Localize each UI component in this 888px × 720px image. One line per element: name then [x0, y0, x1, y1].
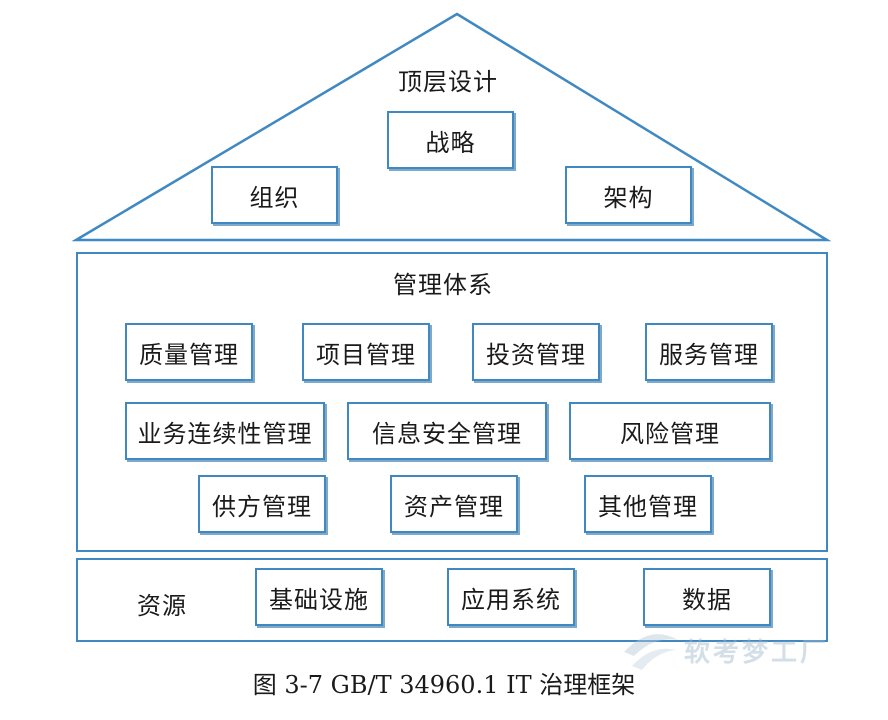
strategy-box: 战略: [387, 111, 514, 169]
roof-triangle: [71, 12, 832, 242]
risk-management-box: 风险管理: [569, 402, 771, 460]
application-system-box: 应用系统: [447, 568, 575, 626]
other-management-box: 其他管理: [584, 475, 712, 533]
management-title: 管理体系: [393, 271, 493, 299]
figure-caption: 图 3-7 GB/T 34960.1 IT 治理框架: [252, 671, 636, 699]
resources-title: 资源: [137, 592, 187, 620]
information-security-management-box: 信息安全管理: [347, 402, 547, 460]
data-box: 数据: [643, 568, 771, 626]
watermark: 软考梦工厂: [618, 622, 858, 682]
roof-title: 顶层设计: [398, 68, 498, 96]
management-system-frame: [76, 252, 828, 552]
organization-box: 组织: [211, 166, 338, 224]
watermark-text: 软考梦工厂: [684, 638, 830, 668]
watermark-logo-icon: [624, 634, 678, 670]
asset-management-box: 资产管理: [390, 475, 518, 533]
quality-management-box: 质量管理: [125, 323, 253, 381]
project-management-box: 项目管理: [302, 323, 430, 381]
business-continuity-management-box: 业务连续性管理: [125, 402, 325, 460]
service-management-box: 服务管理: [645, 323, 773, 381]
infrastructure-box: 基础设施: [255, 568, 383, 626]
architecture-box: 架构: [565, 166, 692, 224]
investment-management-box: 投资管理: [472, 323, 600, 381]
resources-frame: [76, 558, 828, 642]
supplier-management-box: 供方管理: [198, 475, 326, 533]
